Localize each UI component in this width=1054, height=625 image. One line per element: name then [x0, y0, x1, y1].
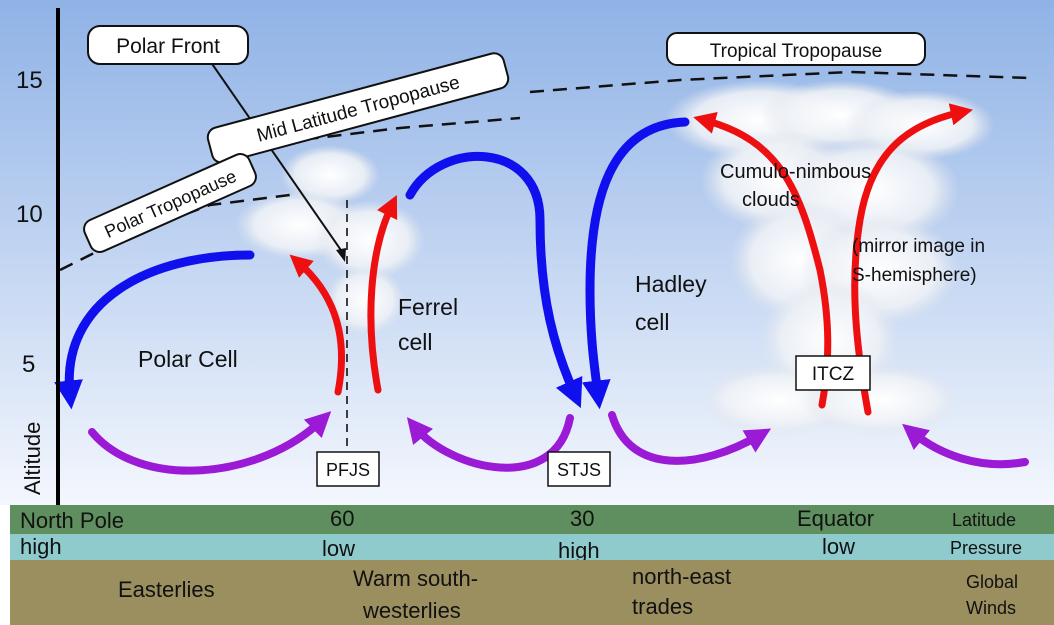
- pressure-high-30: high: [558, 538, 600, 563]
- winds-band-label-line1: Global: [966, 572, 1018, 592]
- tropical-tropopause-box: Tropical Tropopause: [666, 32, 926, 66]
- latitude-equator: Equator: [797, 506, 874, 531]
- ferrel-surface-purple-arrow: [406, 414, 574, 472]
- itcz-box: ITCZ: [795, 355, 871, 391]
- pressure-band: [10, 534, 1054, 560]
- clouds-label-line2: clouds: [742, 189, 800, 211]
- pressure-high-pole: high: [20, 534, 62, 559]
- latitude-band: [10, 505, 1054, 534]
- cumulonimbus-cloud: [665, 80, 995, 435]
- winds-easterlies: Easterlies: [118, 577, 215, 602]
- polar-front-pointer-head: [336, 248, 346, 262]
- ferrel-cell-red-arrow: [367, 194, 398, 394]
- polar-cell-label: Polar Cell: [138, 346, 238, 372]
- pressure-low-60: low: [322, 536, 355, 561]
- polar-cell-blue-arrow: [54, 250, 255, 410]
- latitude-band-label: Latitude: [952, 510, 1016, 530]
- winds-ne-line1: north-east: [632, 564, 731, 589]
- winds-band: [10, 560, 1054, 625]
- polar-cell-red-arrow: [289, 254, 345, 396]
- polar-front-label: Polar Front: [116, 35, 220, 58]
- clouds-label-line1: Cumulo-nimbous: [720, 161, 871, 183]
- itcz-right-red-arrow: [851, 103, 973, 416]
- pfjs-box: PFJS: [316, 451, 380, 487]
- mirror-label-line1: (mirror image in: [852, 236, 985, 257]
- hadley-cell-label-line2: cell: [635, 309, 670, 335]
- stjs-label: STJS: [557, 460, 601, 480]
- pressure-low-equator: low: [822, 534, 855, 559]
- polar-surface-purple-arrow: [88, 411, 332, 475]
- itcz-label: ITCZ: [812, 364, 855, 385]
- south-surface-purple-arrow: [902, 423, 1029, 469]
- polar-front-pointer: [207, 57, 346, 257]
- polar-front-box: Polar Front: [87, 25, 249, 65]
- winds-warm-line2: westerlies: [362, 598, 461, 623]
- pfjs-label: PFJS: [326, 460, 370, 480]
- tropical-tropopause-line: [529, 70, 1031, 94]
- tropical-tropopause-label: Tropical Tropopause: [710, 41, 883, 62]
- hadley-surface-purple-arrow: [608, 411, 772, 465]
- tick-label-5: 5: [22, 351, 35, 378]
- winds-ne-line2: trades: [632, 594, 693, 619]
- tick-label-15: 15: [16, 67, 43, 94]
- pressure-band-label: Pressure: [950, 538, 1022, 558]
- mirror-label-line2: S-hemisphere): [852, 265, 977, 286]
- ferrel-cell-label-line2: cell: [398, 329, 433, 355]
- hadley-cell-label-line1: Hadley: [635, 271, 707, 297]
- ferrel-cell-label-line1: Ferrel: [398, 294, 458, 320]
- winds-warm-line1: Warm south-: [353, 566, 478, 591]
- latitude-north-pole: North Pole: [20, 508, 124, 533]
- polar-front-cloud: [235, 145, 425, 335]
- winds-band-label-line2: Winds: [966, 598, 1016, 618]
- altitude-axis-label: Altitude: [20, 422, 45, 495]
- stjs-box: STJS: [547, 451, 611, 487]
- tick-label-10: 10: [16, 201, 43, 228]
- latitude-30: 30: [570, 506, 594, 531]
- ferrel-cell-blue-arrow: [405, 151, 583, 409]
- latitude-60: 60: [330, 506, 354, 531]
- hadley-cell-blue-arrow: [581, 117, 690, 410]
